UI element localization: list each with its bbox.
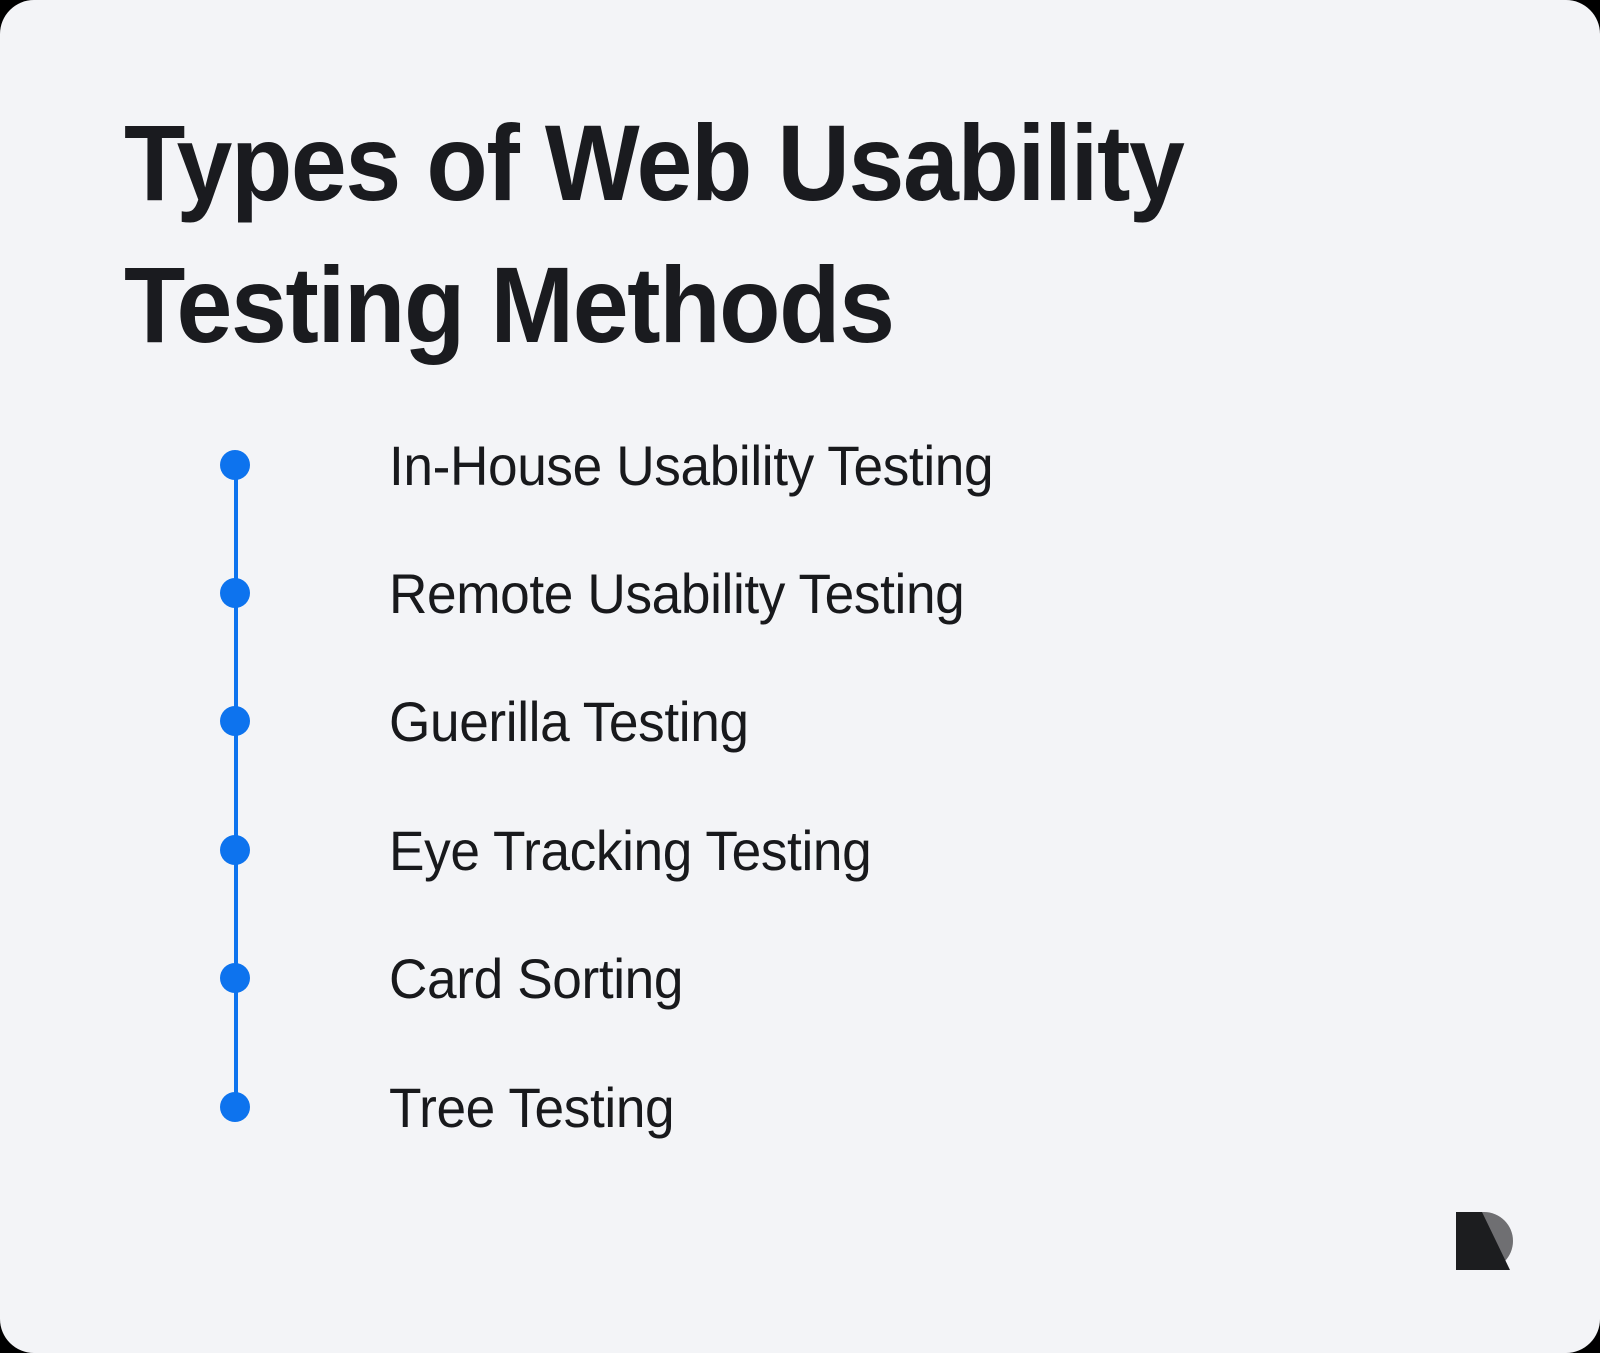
list-item-label: Card Sorting xyxy=(389,947,684,1010)
timeline-dot-icon xyxy=(220,450,252,482)
brand-logo-icon xyxy=(1456,1212,1513,1270)
list-item[interactable]: In-House Usability Testing xyxy=(0,416,1600,516)
timeline-dot-icon xyxy=(220,578,252,610)
list-item[interactable]: Remote Usability Testing xyxy=(0,544,1600,644)
list-item[interactable]: Card Sorting xyxy=(0,929,1600,1029)
list-item-label: Remote Usability Testing xyxy=(389,562,965,625)
list-item-label: Guerilla Testing xyxy=(389,690,749,753)
list-item[interactable]: Tree Testing xyxy=(0,1058,1600,1158)
page-title: Types of Web Usability Testing Methods xyxy=(124,102,1185,365)
timeline-dot-icon xyxy=(220,706,252,738)
timeline-dot-icon xyxy=(220,963,252,995)
timeline-dot-icon xyxy=(220,1092,252,1124)
list-item[interactable]: Eye Tracking Testing xyxy=(0,801,1600,901)
list-item-label: Eye Tracking Testing xyxy=(389,819,872,882)
timeline-dot-icon xyxy=(220,835,252,867)
list-item-label: Tree Testing xyxy=(389,1076,675,1139)
list-item-label: In-House Usability Testing xyxy=(389,434,994,497)
list-item[interactable]: Guerilla Testing xyxy=(0,672,1600,772)
